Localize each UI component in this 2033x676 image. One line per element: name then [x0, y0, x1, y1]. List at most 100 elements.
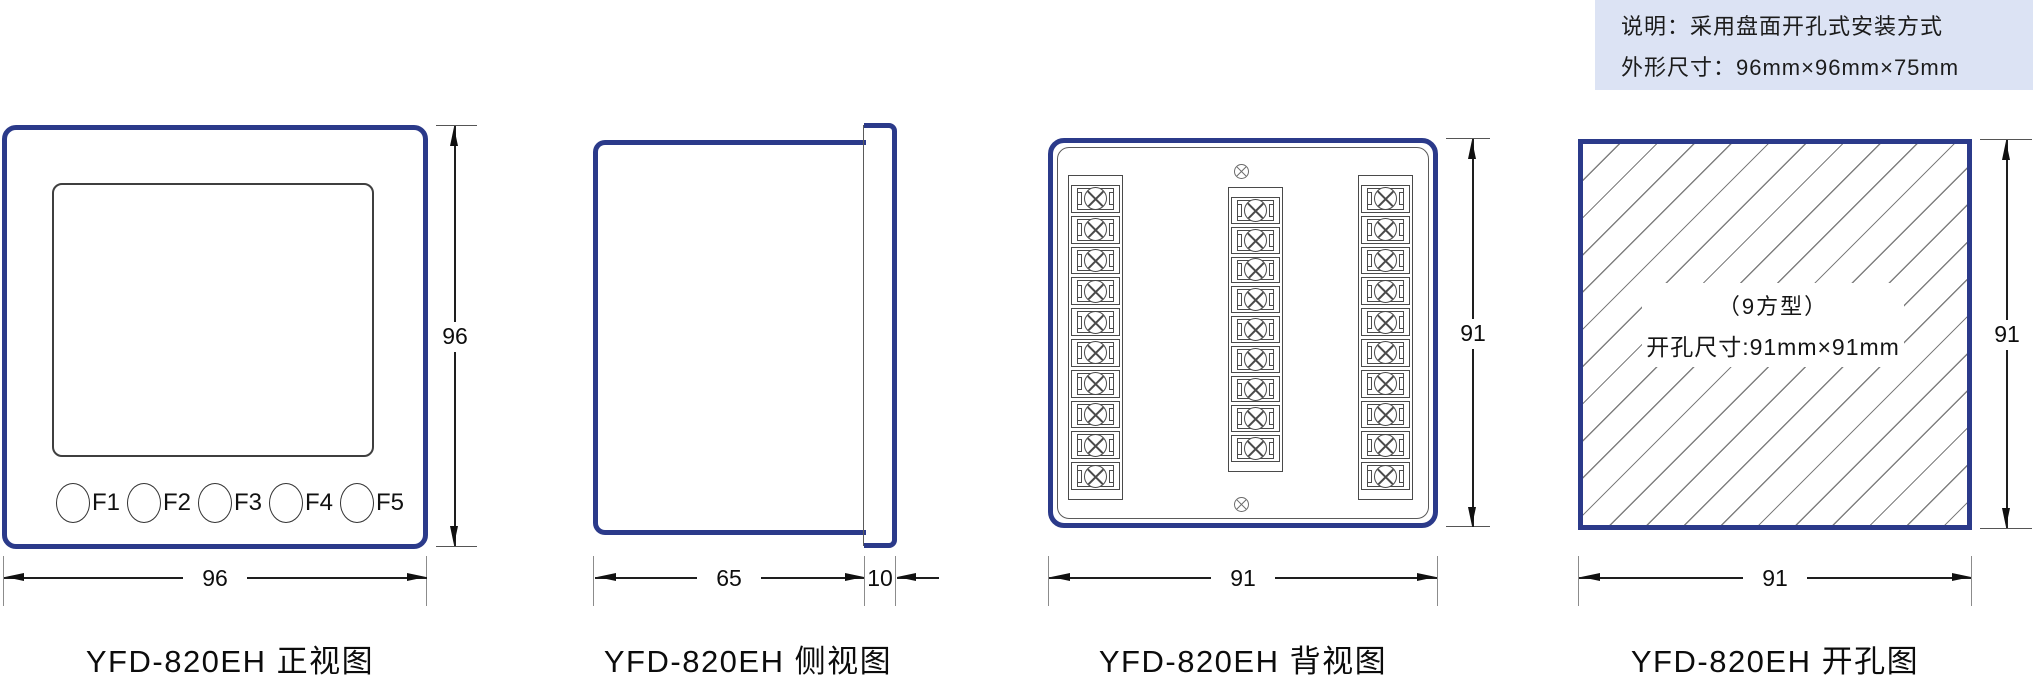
dim-arrow-right: [407, 573, 426, 581]
terminal-clamp-icon: [1269, 233, 1274, 247]
terminal-clamp-icon: [1367, 223, 1372, 237]
dim-arrow-up: [1468, 140, 1476, 159]
terminal-cell: [1361, 246, 1410, 275]
dim-tick: [1446, 137, 1490, 139]
terminal-clamp-icon: [1109, 253, 1114, 267]
terminal-clamp-icon: [1399, 438, 1404, 452]
case-screw-icon: [1234, 164, 1249, 179]
terminal-cell: [1231, 197, 1280, 224]
terminal-clamp-icon: [1237, 263, 1242, 277]
dim-ext-line: [895, 556, 897, 606]
dim-arrow-right: [1952, 573, 1971, 581]
terminal-cell: [1071, 277, 1120, 306]
terminal-clamp-icon: [1109, 346, 1114, 360]
terminal-clamp-icon: [1367, 469, 1372, 483]
dim-tick: [436, 545, 477, 547]
terminal-screw-icon: [1244, 347, 1267, 371]
terminal-cell: [1231, 316, 1280, 343]
terminal-cell: [1071, 338, 1120, 367]
cutout-view-caption: YFD-820EH 开孔图: [1630, 644, 1920, 676]
terminal-screw-icon: [1244, 288, 1267, 312]
terminal-clamp-icon: [1367, 438, 1372, 452]
dim-tick: [436, 124, 477, 126]
terminal-clamp-icon: [1269, 382, 1274, 396]
terminal-clamp-icon: [1237, 412, 1242, 426]
side-flange-depth-dim: 10: [867, 565, 893, 591]
dim-ext-line: [1048, 556, 1050, 606]
f-button-label: F2: [163, 489, 192, 516]
terminal-screw-icon: [1244, 377, 1267, 401]
terminal-cell: [1231, 345, 1280, 373]
terminal-cell: [1071, 431, 1120, 460]
dim-ext-line: [864, 556, 866, 606]
terminal-clamp-icon: [1269, 263, 1274, 277]
side-view-body: [593, 140, 866, 535]
side-view-caption: YFD-820EH 侧视图: [603, 644, 893, 676]
terminal-cell: [1071, 185, 1120, 213]
dim-ext-line: [1971, 556, 1973, 606]
terminal-clamp-icon: [1367, 346, 1372, 360]
terminal-clamp-icon: [1237, 233, 1242, 247]
terminal-screw-icon: [1084, 279, 1107, 303]
cutout-size-label: 开孔尺寸:91mm×91mm: [1646, 333, 1900, 360]
dim-arrow-down: [450, 526, 458, 545]
cutout-height-dim: 91: [1981, 320, 2033, 350]
dim-arrow-left: [1051, 573, 1070, 581]
terminal-clamp-icon: [1077, 315, 1082, 329]
terminal-clamp-icon: [1399, 469, 1404, 483]
terminal-screw-icon: [1374, 248, 1397, 272]
terminal-clamp-icon: [1077, 253, 1082, 267]
terminal-clamp-icon: [1399, 346, 1404, 360]
terminal-cell: [1361, 400, 1410, 429]
terminal-screw-icon: [1374, 433, 1397, 457]
front-view-screen: [52, 183, 374, 457]
terminal-clamp-icon: [1077, 192, 1082, 206]
terminal-screw-icon: [1374, 372, 1397, 396]
terminal-screw-icon: [1084, 310, 1107, 334]
terminal-clamp-icon: [1237, 382, 1242, 396]
dim-arrow-right: [1417, 573, 1436, 581]
terminal-screw-icon: [1374, 187, 1397, 211]
f-button-icon: [269, 483, 303, 523]
terminal-cell: [1361, 369, 1410, 398]
cutout-width-dim: 91: [1743, 564, 1807, 592]
f-button-icon: [127, 483, 161, 523]
terminal-clamp-icon: [1399, 223, 1404, 237]
terminal-cell: [1361, 277, 1410, 306]
terminal-screw-icon: [1374, 310, 1397, 334]
terminal-cell: [1361, 185, 1410, 213]
terminal-clamp-icon: [1077, 377, 1082, 391]
cutout-label-box: （9方型） 开孔尺寸:91mm×91mm: [1642, 283, 1904, 367]
terminal-cell: [1231, 435, 1280, 463]
terminal-screw-icon: [1084, 433, 1107, 457]
terminal-clamp-icon: [1269, 293, 1274, 307]
f-button-icon: [56, 483, 90, 523]
terminal-screw-icon: [1244, 318, 1267, 342]
terminal-clamp-icon: [1237, 293, 1242, 307]
terminal-clamp-icon: [1109, 192, 1114, 206]
terminal-cell: [1361, 308, 1410, 336]
f-button-label: F5: [376, 489, 405, 516]
terminal-clamp-icon: [1367, 253, 1372, 267]
dim-arrow-up: [2002, 141, 2010, 160]
terminal-clamp-icon: [1109, 407, 1114, 421]
terminal-cell: [1071, 462, 1120, 490]
dim-tick: [1980, 138, 2032, 140]
front-view-caption: YFD-820EH 正视图: [85, 644, 375, 676]
dim-ext-line: [3, 556, 5, 606]
terminal-screw-icon: [1374, 341, 1397, 365]
terminal-screw-icon: [1374, 279, 1397, 303]
f-button-label: F4: [305, 489, 334, 516]
terminal-screw-icon: [1084, 248, 1107, 272]
terminal-cell: [1361, 462, 1410, 490]
terminal-clamp-icon: [1269, 323, 1274, 337]
terminal-clamp-icon: [1237, 352, 1242, 366]
terminal-clamp-icon: [1269, 442, 1274, 456]
front-height-dim: 96: [429, 322, 481, 352]
back-view-caption: YFD-820EH 背视图: [1098, 644, 1388, 676]
terminal-clamp-icon: [1399, 407, 1404, 421]
dim-tick: [1446, 526, 1490, 528]
dim-arrow-left: [5, 573, 24, 581]
terminal-clamp-icon: [1109, 223, 1114, 237]
terminal-cell: [1361, 338, 1410, 367]
